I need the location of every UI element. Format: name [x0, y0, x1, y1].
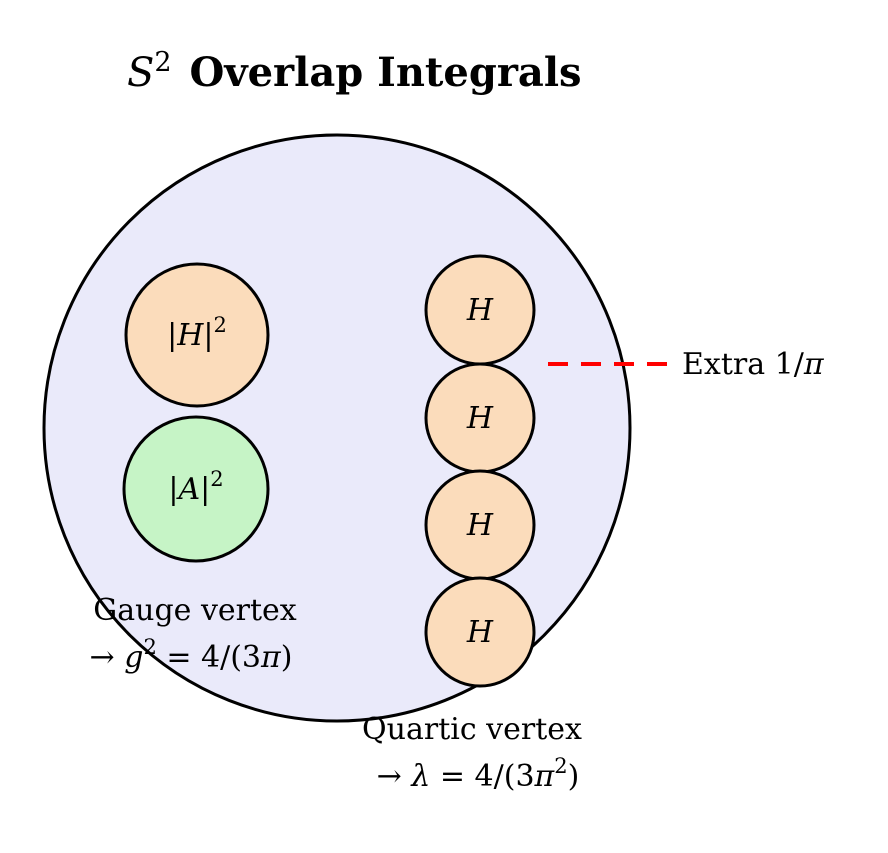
a-squared-label: |A|2: [168, 467, 223, 507]
h-squared-exponent: 2: [214, 313, 227, 337]
a-squared-base: |A|: [168, 472, 210, 507]
quartic-equals: = 4/(3: [430, 759, 534, 794]
gauge-arrow: →: [90, 640, 125, 675]
page-title: S2 Overlap Integrals: [127, 47, 582, 96]
quartic-exponent: 2: [554, 754, 567, 778]
gauge-note-line2: → g2 = 4/(3π): [90, 635, 293, 675]
h-squared-circle: [124, 262, 270, 408]
gauge-variable: g: [124, 640, 143, 675]
h-squared-label: |H|2: [167, 313, 227, 353]
title-exponent: 2: [154, 47, 171, 78]
gauge-close-paren: ): [281, 640, 293, 675]
gauge-pi: π: [260, 640, 282, 675]
quartic-note-line2: → λ = 4/(3π2): [377, 754, 580, 794]
quartic-arrow: →: [377, 759, 412, 794]
h-item-label-2: H: [466, 401, 494, 436]
h-item-label-1: H: [466, 293, 494, 328]
gauge-equals: = 4/(3: [157, 640, 261, 675]
h-item-circle-4: [424, 576, 536, 688]
extra-label-prefix: Extra 1/: [682, 347, 805, 382]
quartic-variable: λ: [410, 759, 430, 794]
extra-label: Extra 1/π: [682, 347, 825, 382]
sphere-circle: [42, 133, 632, 723]
extra-label-pi: π: [803, 347, 825, 382]
title-text: Overlap Integrals: [176, 49, 582, 96]
h-item-label-3: H: [466, 508, 494, 543]
gauge-exponent: 2: [143, 635, 156, 659]
quartic-close-paren: ): [568, 759, 580, 794]
gauge-note-line1: Gauge vertex: [93, 593, 297, 628]
quartic-note-line1: Quartic vertex: [362, 712, 582, 747]
a-squared-exponent: 2: [210, 467, 223, 491]
h-squared-base: |H|: [167, 318, 213, 353]
quartic-pi: π: [534, 759, 556, 794]
title-symbol: S: [127, 50, 154, 96]
h-item-label-4: H: [466, 615, 494, 650]
a-squared-circle: [122, 415, 270, 563]
